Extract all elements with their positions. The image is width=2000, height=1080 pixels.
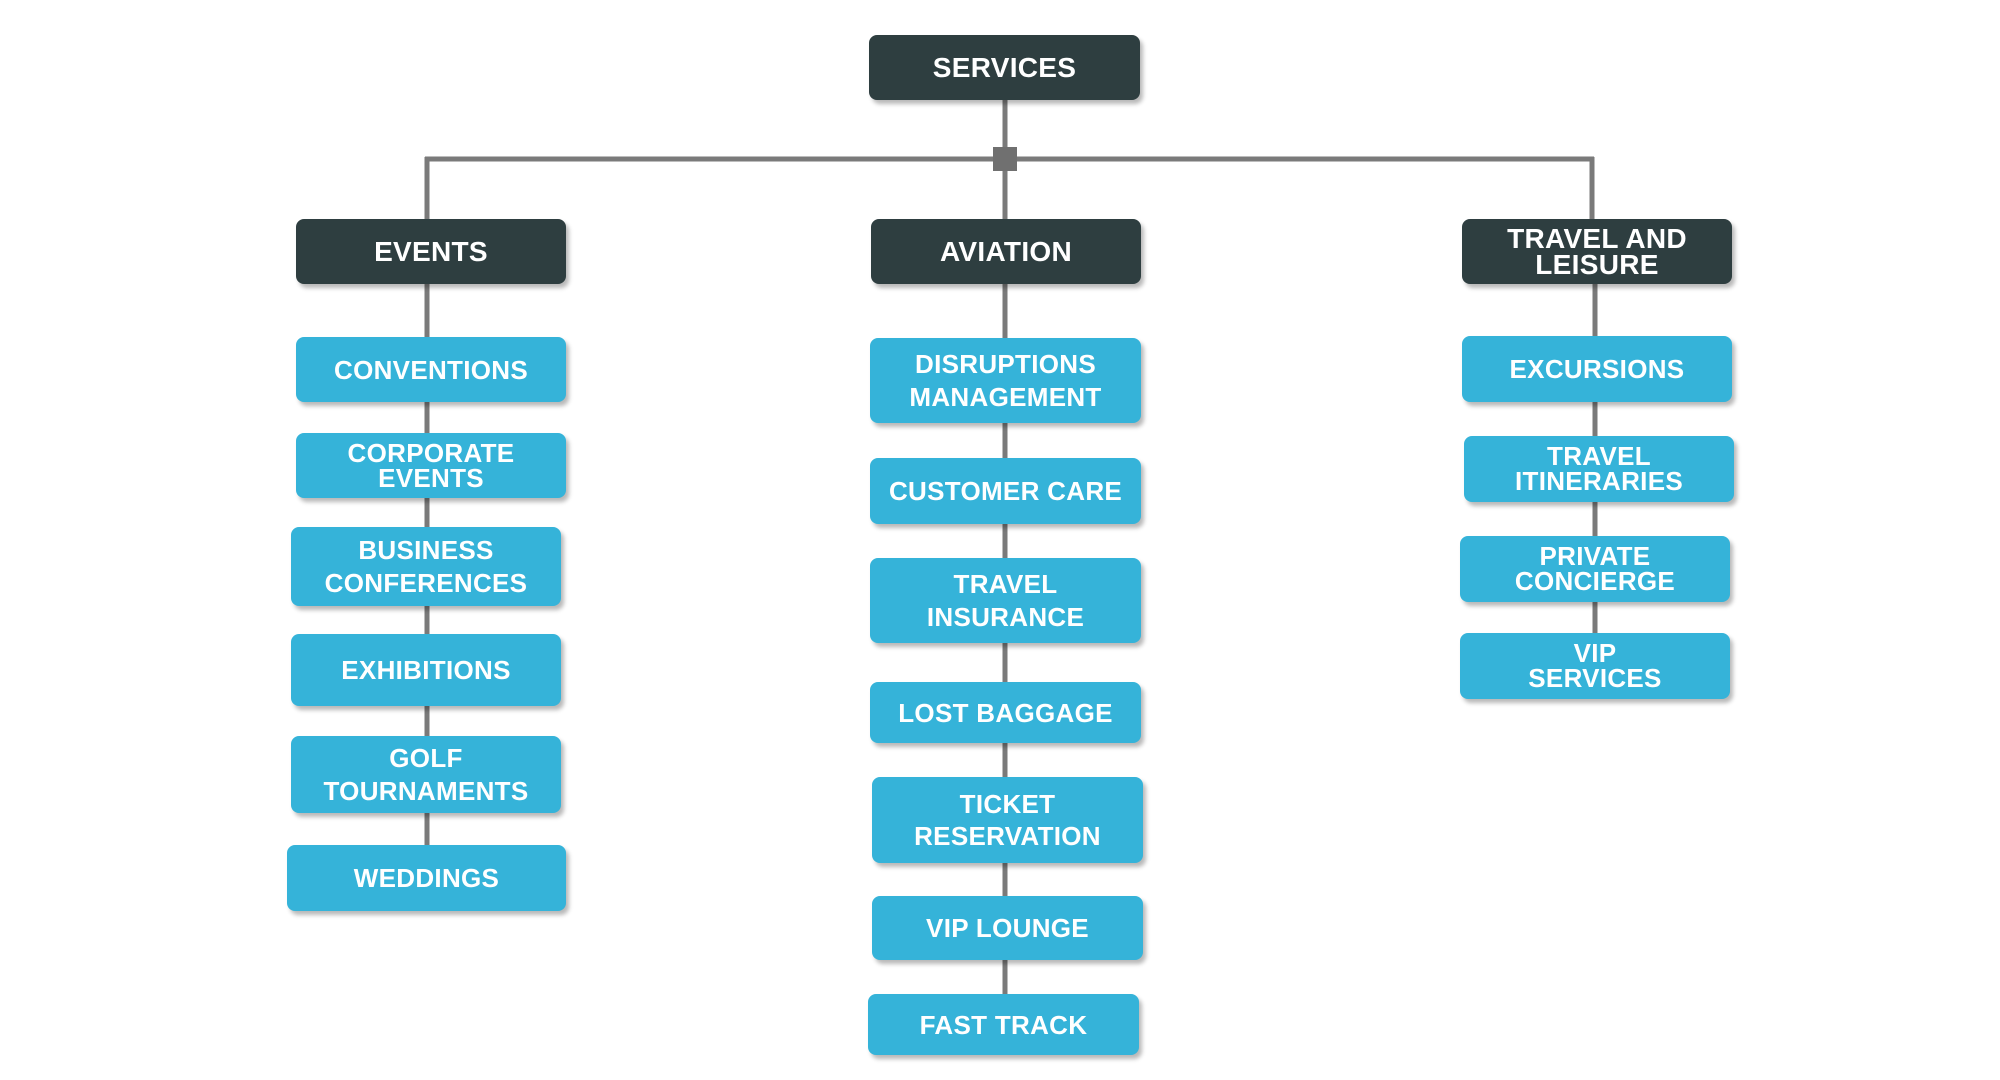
junction-node: [993, 147, 1017, 171]
travel-item-vip-services[interactable]: VIP SERVICES: [1460, 633, 1730, 699]
aviation-item-ticket-reservation[interactable]: TICKET RESERVATION: [872, 777, 1143, 863]
travel-item-private-concierge[interactable]: PRIVATE CONCIERGE: [1460, 536, 1730, 602]
travel-and-leisure-header-node[interactable]: TRAVEL AND LEISURE: [1462, 219, 1732, 284]
services-root-node[interactable]: SERVICES: [869, 35, 1140, 100]
aviation-item-vip-lounge[interactable]: VIP LOUNGE: [872, 896, 1143, 960]
events-item-conventions[interactable]: CONVENTIONS: [296, 337, 566, 402]
aviation-item-customer-care[interactable]: CUSTOMER CARE: [870, 458, 1141, 524]
aviation-item-lost-baggage[interactable]: LOST BAGGAGE: [870, 682, 1141, 743]
events-item-corporate-events[interactable]: CORPORATE EVENTS: [296, 433, 566, 498]
travel-item-travel-itineraries[interactable]: TRAVEL ITINERARIES: [1464, 436, 1734, 502]
aviation-item-fast-track[interactable]: FAST TRACK: [868, 994, 1139, 1055]
aviation-item-travel-insurance[interactable]: TRAVEL INSURANCE: [870, 558, 1141, 643]
events-item-weddings[interactable]: WEDDINGS: [287, 845, 566, 911]
events-item-golf-tournaments[interactable]: GOLF TOURNAMENTS: [291, 736, 561, 813]
events-item-exhibitions[interactable]: EXHIBITIONS: [291, 634, 561, 706]
events-item-business-conferences[interactable]: BUSINESS CONFERENCES: [291, 527, 561, 606]
aviation-item-disruptions-management[interactable]: DISRUPTIONS MANAGEMENT: [870, 338, 1141, 423]
events-header-node[interactable]: EVENTS: [296, 219, 566, 284]
travel-item-excursions[interactable]: EXCURSIONS: [1462, 336, 1732, 402]
aviation-header-node[interactable]: AVIATION: [871, 219, 1141, 284]
